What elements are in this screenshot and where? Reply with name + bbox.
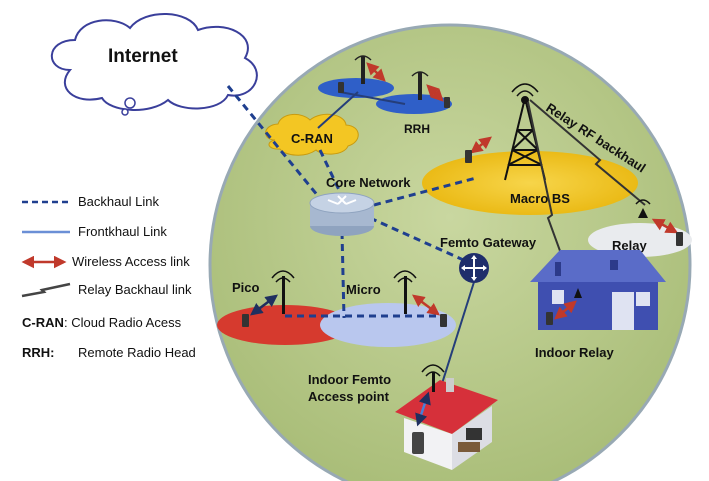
legend-rrh-def: Remote Radio Head xyxy=(78,345,196,360)
macro-phone-icon xyxy=(465,150,472,163)
indoor-femto-label-1: Indoor Femto xyxy=(308,372,391,387)
pico-phone-icon xyxy=(242,314,249,327)
legend-wireless-label: Wireless Access link xyxy=(72,254,190,269)
wireless-link-indoor-relay xyxy=(554,300,577,320)
core-network-label: Core Network xyxy=(326,175,411,190)
pico-antenna-icon xyxy=(271,270,295,314)
femto-gateway-label: Femto Gateway xyxy=(440,235,537,250)
wireless-link-micro xyxy=(412,294,440,316)
macro-bs-label: Macro BS xyxy=(510,191,570,206)
legend-rrh-key: RRH: xyxy=(22,345,55,360)
legend-relay-label: Relay Backhaul link xyxy=(78,282,192,297)
micro-label: Micro xyxy=(346,282,381,297)
house-icon xyxy=(530,250,666,330)
legend-cran-key: C-RAN xyxy=(22,315,64,330)
indoor-relay-label: Indoor Relay xyxy=(535,345,615,360)
rrh-cell-1 xyxy=(318,78,394,98)
cran-cloud-icon xyxy=(265,113,359,156)
indoor-femto-label-2: Access point xyxy=(308,389,390,404)
legend-fronthaul-label: Frontkhaul Link xyxy=(78,224,167,239)
micro-antenna-icon xyxy=(393,270,417,314)
rrh-label: RRH xyxy=(404,122,430,136)
pico-label: Pico xyxy=(232,280,260,295)
wireless-link-macro xyxy=(470,136,492,154)
indoor-relay-phone-icon xyxy=(546,312,553,325)
legend-cran-def: : Cloud Radio Acess xyxy=(64,315,182,330)
legend-relay-swatch xyxy=(21,282,71,298)
wireless-link-femto xyxy=(415,391,431,427)
phone-icon xyxy=(338,82,450,108)
micro-cell xyxy=(320,303,456,347)
tower-icon xyxy=(504,83,546,181)
legend: Backhaul Link Frontkhaul Link Wireless A… xyxy=(21,194,196,360)
indoor-relay-antenna-icon xyxy=(574,288,582,298)
backhaul-links xyxy=(226,85,477,319)
antenna-icon xyxy=(354,55,429,100)
relay-antenna-icon xyxy=(635,199,651,218)
fronthaul-links xyxy=(317,91,475,391)
router-icon xyxy=(309,192,375,236)
relay-phone-icon xyxy=(676,232,683,246)
legend-backhaul-label: Backhaul Link xyxy=(78,194,159,209)
wireless-link-relay xyxy=(651,218,679,234)
macro-cell xyxy=(422,151,638,215)
wireless-link-pico xyxy=(250,294,278,316)
internet-label: Internet xyxy=(108,46,178,67)
femto-antenna-icon xyxy=(421,364,445,392)
wireless-link-rrh2 xyxy=(426,84,444,102)
cran-label: C-RAN xyxy=(291,131,333,146)
cloud-icon xyxy=(50,13,258,116)
wireless-link-rrh1 xyxy=(366,62,386,82)
gateway-icon xyxy=(459,253,489,283)
relay-label: Relay xyxy=(612,238,647,253)
micro-phone-icon xyxy=(440,314,447,327)
